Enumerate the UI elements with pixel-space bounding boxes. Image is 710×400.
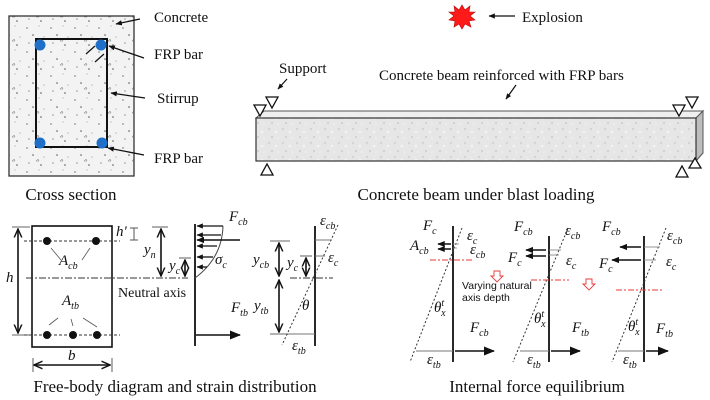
frp-bar — [95, 39, 107, 51]
rebar — [69, 331, 77, 339]
a-tb-symbol: Atb — [61, 293, 79, 312]
ycb-symbol: ycb — [251, 252, 269, 271]
varying-label-line2: axis depth — [462, 292, 510, 304]
h-symbol: h — [6, 270, 14, 286]
rebar — [93, 331, 101, 339]
yc2-symbol: yc — [285, 255, 299, 274]
f-bot-symbol: Ftb — [571, 320, 589, 339]
b-symbol: b — [68, 348, 76, 364]
support-label: Support — [279, 61, 327, 77]
ftb-symbol: Ftb — [230, 300, 248, 319]
f-bot-symbol: Fcb — [469, 320, 489, 339]
section-outline — [31, 225, 113, 348]
f-mid-symbol: Fc — [507, 250, 522, 269]
f-top-symbol: Fcb — [601, 219, 621, 238]
stirrup-arrow — [110, 91, 146, 99]
eps-bot-symbol: εtb — [427, 352, 441, 371]
a-cb-symbol: Acb — [409, 238, 429, 257]
eps-mid-symbol: εcb — [470, 242, 485, 261]
frp-bar-top-label: FRP bar — [154, 47, 203, 63]
rebar — [43, 331, 51, 339]
frp-bar-bottom-label: FRP bar — [154, 151, 203, 167]
frp-bar — [34, 137, 46, 149]
support-icon — [264, 96, 280, 110]
eps-top-symbol: εc — [467, 228, 478, 247]
fcb-symbol: Fcb — [228, 209, 248, 228]
beam-top-face — [254, 110, 705, 119]
stress-curve — [194, 225, 224, 279]
neutral-axis-label: Neutral axis — [118, 286, 186, 301]
frp-bar — [34, 39, 46, 51]
strain-profile — [281, 224, 339, 346]
eps-top-symbol: εcb — [565, 223, 580, 242]
eps-top-symbol: εcb — [667, 228, 682, 247]
free-body-diagram: Acb Atb h b h' yn yc Neutral axis — [6, 209, 339, 396]
beam-label: Concrete beam reinforced with FRP bars — [379, 68, 624, 84]
eps-c-symbol: εc — [328, 250, 339, 269]
eps-bot-symbol: εtb — [623, 352, 637, 371]
support-icon — [671, 104, 687, 118]
support-icon — [684, 96, 700, 110]
eps-mid-symbol: εc — [566, 253, 577, 272]
concrete-arrow — [115, 18, 141, 26]
f-bot-symbol: Ftb — [655, 321, 673, 340]
down-arrow-icon — [489, 270, 505, 283]
sigma-c-symbol: σc — [215, 252, 227, 271]
beam-diagram: Explosion Support Concrete beam reinforc… — [252, 4, 705, 204]
h-prime-symbol: h' — [116, 224, 128, 240]
explosion-icon — [448, 4, 476, 30]
down-arrow-icon — [581, 278, 597, 291]
support-icon — [259, 162, 275, 176]
varying-label-line1: Varying natural — [462, 280, 532, 292]
free-body-caption: Free-body diagram and strain distributio… — [33, 377, 317, 396]
concrete-label: Concrete — [154, 10, 208, 26]
eps-mid-symbol: εc — [666, 254, 677, 273]
beam-arrow — [505, 84, 517, 100]
yc-symbol: yc — [167, 258, 181, 277]
beam-caption: Concrete beam under blast loading — [358, 185, 595, 204]
eps-tb-symbol: εtb — [292, 338, 306, 357]
support-icon — [687, 156, 703, 169]
theta-symbol: θ — [302, 298, 310, 314]
frp-bar-arrow — [108, 45, 145, 59]
eps-bot-symbol: εtb — [527, 352, 541, 371]
frp-bar — [96, 137, 108, 149]
cross-section: Concrete FRP bar Stirrup FRP bar Cross s… — [8, 10, 208, 204]
explosion-label: Explosion — [522, 10, 583, 26]
f-top-symbol: Fc — [422, 218, 437, 237]
yn-symbol: yn — [142, 242, 156, 261]
cross-section-caption: Cross section — [25, 185, 117, 204]
ytb-symbol: ytb — [252, 298, 268, 317]
support-arrow — [277, 78, 288, 90]
eps-cb-symbol: εcb — [320, 213, 335, 232]
rebar — [43, 237, 51, 245]
rebar — [92, 237, 100, 245]
equilibrium-caption: Internal force equilibrium — [449, 377, 625, 396]
stirrup-label: Stirrup — [157, 91, 199, 107]
support-icon — [674, 164, 690, 178]
f-top-symbol: Fcb — [513, 219, 533, 238]
concrete-beam — [255, 117, 697, 162]
frp-bar-arrow — [107, 146, 145, 156]
a-cb-symbol: Acb — [58, 253, 78, 272]
support-icon — [252, 104, 268, 118]
f-mid-symbol: Fc — [598, 256, 613, 275]
stirrup — [35, 38, 108, 148]
beam-end-face — [695, 109, 704, 163]
